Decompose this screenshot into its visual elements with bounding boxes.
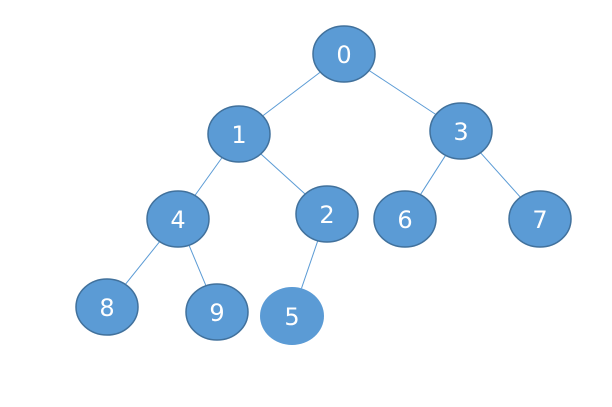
node-circle [508, 190, 572, 248]
node-label: 2 [319, 201, 334, 229]
edge-3-6 [419, 155, 447, 195]
tree-node-5: 5 [260, 287, 324, 345]
node-label: 6 [397, 206, 412, 234]
node-label: 0 [336, 41, 351, 69]
edge-1-2 [260, 153, 306, 195]
edge-0-1 [262, 71, 321, 117]
node-circle [260, 287, 324, 345]
edge-4-9 [188, 245, 207, 286]
node-circle [146, 190, 210, 248]
edge-2-5 [301, 240, 319, 289]
tree-node-1: 1 [207, 105, 271, 163]
node-circle [373, 190, 437, 248]
tree-node-9: 9 [185, 283, 249, 341]
tree-edges [124, 70, 521, 289]
node-circle [312, 25, 376, 83]
tree-node-2: 2 [295, 185, 359, 243]
node-label: 1 [231, 121, 246, 149]
tree-nodes: 0 1 3 4 2 6 7 8 9 5 [75, 25, 572, 345]
node-label: 3 [453, 118, 468, 146]
tree-node-6: 6 [373, 190, 437, 248]
tree-node-3: 3 [429, 102, 493, 160]
edge-0-3 [368, 70, 437, 115]
tree-node-4: 4 [146, 190, 210, 248]
edge-3-7 [480, 152, 521, 198]
node-label: 7 [532, 206, 547, 234]
node-label: 4 [170, 206, 185, 234]
node-circle [185, 283, 249, 341]
node-circle [429, 102, 493, 160]
node-circle [207, 105, 271, 163]
tree-node-0: 0 [312, 25, 376, 83]
node-label: 5 [284, 303, 299, 331]
tree-node-8: 8 [75, 278, 139, 336]
edge-1-4 [194, 157, 223, 196]
edge-4-8 [124, 241, 161, 285]
node-label: 9 [209, 299, 224, 327]
node-circle [295, 185, 359, 243]
node-label: 8 [99, 294, 114, 322]
node-circle [75, 278, 139, 336]
tree-node-7: 7 [508, 190, 572, 248]
